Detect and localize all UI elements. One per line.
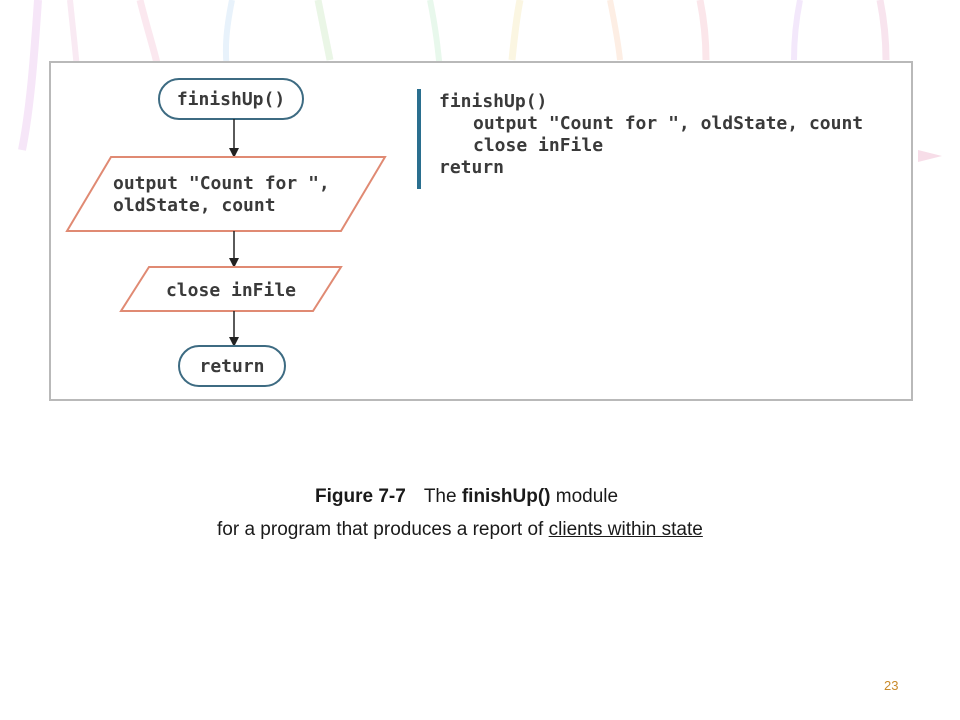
page-number: 23: [884, 678, 899, 693]
caption-line2-prefix: for a program that produces a report of: [217, 519, 544, 540]
figure-label: Figure 7-7: [315, 486, 406, 507]
pseudocode-block: finishUp() output "Count for ", oldState…: [417, 89, 897, 189]
output-label-line1: output "Count for ",: [113, 173, 330, 194]
caption-line2-underlined: clients within state: [548, 519, 703, 540]
figure-panel: finishUp() output "Count for ", oldState…: [49, 61, 913, 401]
pseudocode-line: return: [439, 157, 505, 178]
pseudocode-bar: [417, 89, 421, 189]
pseudocode-line: close inFile: [473, 135, 604, 156]
end-label: return: [199, 356, 264, 377]
output-io-box: output "Count for ", oldState, count: [65, 156, 387, 232]
caption-the: The: [423, 486, 457, 507]
start-terminator: finishUp(): [158, 78, 304, 120]
caption-line-2: for a program that produces a report of …: [217, 519, 703, 541]
output-label-line2: oldState, count: [113, 195, 276, 216]
start-label: finishUp(): [177, 89, 285, 110]
pseudocode-line: finishUp(): [439, 91, 548, 112]
close-label: close inFile: [166, 280, 296, 301]
caption-line-1: Figure 7-7 The finishUp() module: [315, 486, 618, 508]
end-terminator: return: [178, 345, 286, 387]
caption-module-word: module: [555, 486, 619, 507]
pseudocode-line: output "Count for ", oldState, count: [473, 113, 864, 134]
caption-module-name: finishUp(): [461, 486, 551, 507]
close-io-box: close inFile: [119, 266, 343, 312]
flowchart: finishUp() output "Count for ", oldState…: [65, 78, 387, 387]
